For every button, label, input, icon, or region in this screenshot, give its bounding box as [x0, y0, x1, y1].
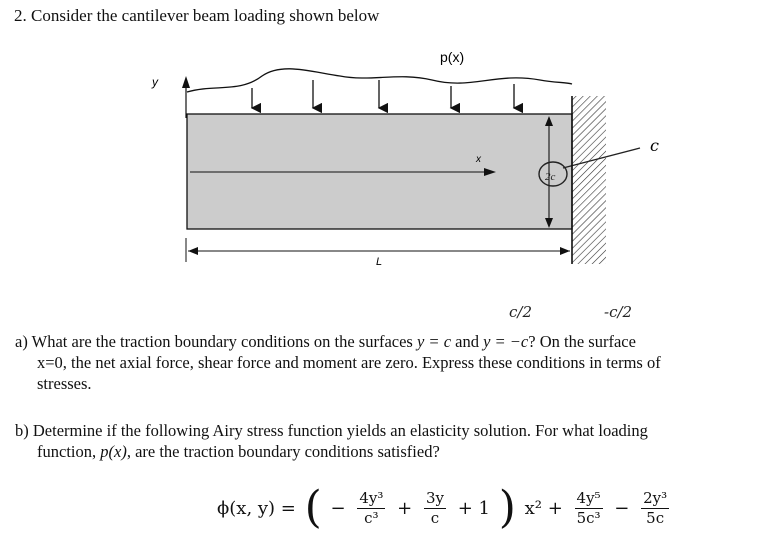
x-axis-label: x: [475, 154, 482, 165]
eq-bottom-surface: y = −c: [483, 332, 529, 351]
part-b-line-1: b) Determine if the following Airy stres…: [15, 421, 648, 440]
distributed-load-curve: [186, 68, 573, 93]
x-axis-arrow: [484, 168, 496, 176]
y-axis-arrow: [182, 76, 190, 88]
part-a-line-2: x=0, the net axial force, shear force an…: [37, 353, 661, 372]
part-a-line-1: a) What are the traction boundary condit…: [15, 332, 636, 351]
load-label: p(x): [440, 49, 464, 65]
handwritten-minus-c-over-2: -c/2: [604, 303, 633, 321]
handwritten-c-over-2: c/2: [509, 303, 532, 321]
eq-top-surface: y = c: [416, 332, 452, 351]
length-label: L: [376, 256, 382, 268]
cantilever-beam-figure: y p(x) x 2c c L: [151, 49, 659, 268]
handwritten-c: c: [650, 136, 659, 155]
handwritten-circle: [538, 161, 568, 187]
part-a-line-3: stresses.: [37, 374, 92, 393]
load-arrows: [250, 80, 524, 114]
section-label: 2c: [545, 171, 556, 183]
question-title: 2. Consider the cantilever beam loading …: [14, 6, 380, 25]
y-axis-label: y: [151, 75, 159, 89]
part-b-text: b) Determine if the following Airy stres…: [15, 420, 775, 462]
part-a-text: a) What are the traction boundary condit…: [15, 331, 775, 394]
formula-lhs: ϕ(x, y) =: [217, 497, 296, 519]
fixed-wall-hatch: [572, 96, 606, 264]
part-b-line-2: function, p(x), are the traction boundar…: [37, 442, 440, 461]
